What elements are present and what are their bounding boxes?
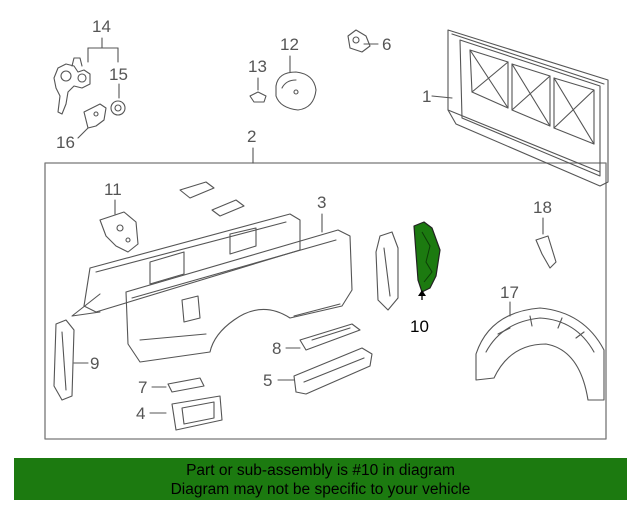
part-11-bracket	[99, 211, 139, 253]
callout-12: 12	[280, 35, 299, 54]
callout-15: 15	[109, 65, 128, 84]
part-12-fuel-door	[275, 71, 317, 111]
part-4-panel	[171, 395, 223, 431]
part-6-hinge	[347, 29, 371, 53]
part-13-clip	[249, 91, 267, 103]
callout-18: 18	[533, 198, 552, 217]
callout-6: 6	[382, 35, 392, 54]
callout-8: 8	[272, 339, 282, 358]
part-8-rail	[299, 323, 361, 351]
part-16-bracket	[83, 103, 107, 129]
callout-2: 2	[247, 127, 257, 146]
part-14-latch	[53, 57, 91, 115]
part-5-cap	[293, 347, 373, 395]
callout-9: 9	[90, 354, 100, 373]
callout-7: 7	[138, 378, 148, 397]
banner-line-2: Diagram may not be specific to your vehi…	[170, 481, 471, 498]
part-7-strip	[167, 377, 205, 393]
callout-13: 13	[248, 57, 267, 76]
part-3-bed-side-outer	[125, 229, 353, 363]
callout-5: 5	[263, 371, 273, 390]
callout-14: 14	[92, 17, 111, 36]
part-9-post	[53, 319, 75, 401]
assembly-frame	[44, 162, 607, 440]
part-10-highlighted	[413, 221, 441, 300]
callout-17: 17	[500, 283, 519, 302]
leader-14	[87, 37, 119, 63]
part-small-brackets	[179, 181, 245, 217]
part-bed-pillar	[375, 231, 399, 311]
callout-4: 4	[136, 404, 146, 423]
leader-16	[77, 127, 89, 139]
part-2-bed-side-inner	[71, 213, 301, 317]
part-18-bracket	[535, 235, 557, 269]
banner-line-1: Part or sub-assembly is #10 in diagram	[186, 462, 455, 479]
info-banner: Part or sub-assembly is #10 in diagram D…	[14, 458, 627, 500]
callout-11: 11	[104, 180, 122, 199]
callout-1: 1	[422, 87, 432, 106]
part-1-tailgate	[447, 29, 609, 187]
leader-1	[431, 95, 453, 99]
part-15-bolt	[110, 100, 126, 116]
callout-3: 3	[317, 193, 327, 212]
callout-16: 16	[56, 133, 75, 152]
callout-10: 10	[410, 317, 429, 336]
part-17-wheelhouse	[475, 307, 605, 401]
